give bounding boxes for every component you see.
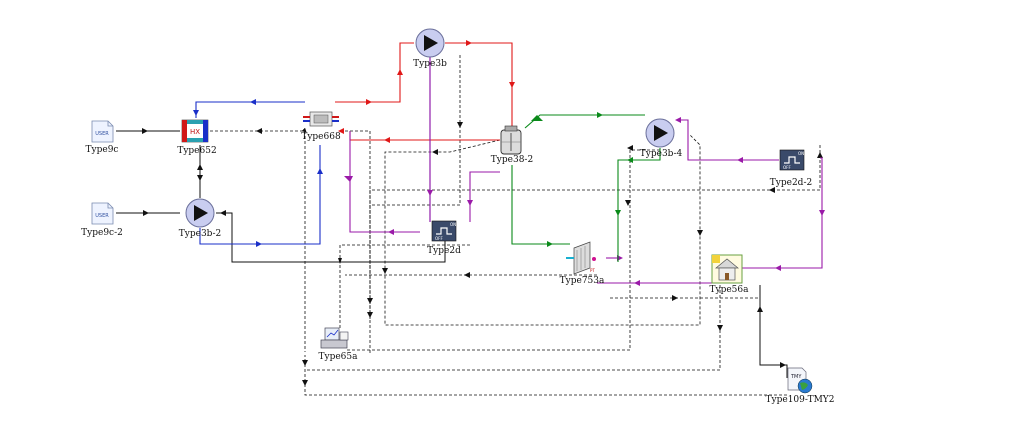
- type3b-pump-icon[interactable]: [415, 28, 445, 58]
- on-badge-text: ON: [798, 151, 804, 156]
- off-badge-text: OFF: [435, 236, 443, 241]
- type3b2-pump-icon[interactable]: [185, 198, 215, 228]
- pt-badge-text: PT: [590, 268, 595, 273]
- blue-links: [195, 55, 431, 245]
- on-badge-text: ON: [450, 222, 456, 227]
- type753a-label: Type753a: [559, 276, 605, 286]
- type668-chiller-icon[interactable]: [303, 111, 339, 127]
- type65a-label: Type65a: [318, 352, 358, 362]
- type2d2-controller-icon[interactable]: ON OFF: [779, 149, 805, 171]
- red-links: [335, 42, 513, 141]
- type38-2-tank-icon[interactable]: [500, 125, 522, 155]
- user-badge-text: USER: [95, 213, 109, 219]
- control-arrows: [256, 122, 823, 386]
- purple-arrows: [344, 117, 825, 286]
- user-badge-text: USER: [95, 131, 109, 137]
- type2d-controller-icon[interactable]: ON OFF: [431, 220, 457, 242]
- type668-label: Type668: [301, 132, 341, 142]
- tmy-badge-text: TMY: [790, 374, 802, 380]
- type3b2-label: Type3b-2: [178, 229, 222, 239]
- type9c-file-icon[interactable]: USER: [91, 120, 114, 143]
- type753a-coil-icon[interactable]: PT: [566, 241, 596, 275]
- green-arrows: [531, 112, 633, 247]
- blue-arrows: [193, 99, 323, 247]
- type652-heat-exchanger-icon[interactable]: HX: [181, 119, 209, 143]
- type109-label: Type109-TMY2: [765, 395, 835, 405]
- type3b-label: Type3b: [413, 59, 447, 69]
- control-links: [210, 55, 821, 396]
- green-links: [511, 114, 661, 262]
- type109-weather-icon[interactable]: TMY: [787, 367, 813, 394]
- type38-2-label: Type38-2: [490, 155, 534, 165]
- red-arrows: [338, 40, 515, 143]
- hx-badge-text: HX: [190, 128, 200, 136]
- type9c2-label: Type9c-2: [81, 228, 123, 238]
- black-arrows: [142, 128, 786, 368]
- type56a-building-icon[interactable]: [711, 254, 743, 284]
- off-badge-text: OFF: [783, 165, 791, 170]
- type2d2-label: Type2d-2: [769, 178, 813, 188]
- type9c-label: Type9c: [85, 145, 119, 155]
- type652-label: Type652: [177, 146, 217, 156]
- type2d-label: Type2d: [427, 246, 461, 256]
- type3b4-pump-icon[interactable]: [645, 118, 675, 148]
- type65a-plotter-icon[interactable]: [320, 327, 349, 349]
- type9c2-file-icon[interactable]: USER: [91, 202, 114, 225]
- type3b4-label: Type3b-4: [639, 149, 683, 159]
- type56a-label: Type56a: [709, 285, 749, 295]
